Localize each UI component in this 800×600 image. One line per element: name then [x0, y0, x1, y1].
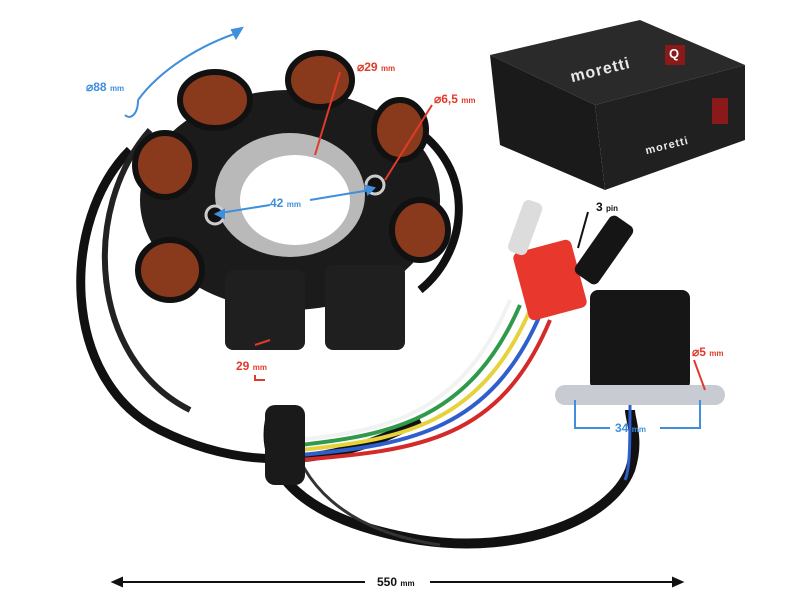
diameter-icon: ⌀ — [434, 92, 442, 106]
coil-height-label: 29 mm — [236, 359, 267, 373]
connector-pin-label: 3 pin — [596, 200, 619, 214]
cable-length-label: 550 mm — [377, 575, 415, 589]
diameter-icon: ⌀ — [357, 60, 365, 74]
outer-diameter-label: ⌀88 mm — [86, 80, 125, 94]
pickup-spacing-label: 34 mm — [615, 421, 646, 435]
mount-hole-label: ⌀6,5 mm — [434, 92, 476, 106]
diameter-icon: ⌀ — [692, 345, 700, 359]
hole-spacing-label: 42 mm — [270, 196, 301, 210]
diameter-icon: ⌀ — [86, 80, 94, 94]
quality-badge: Q — [669, 46, 680, 61]
pickup-hole-label: ⌀5 mm — [692, 345, 724, 359]
coil-width-label: ⌀29 mm — [357, 60, 396, 74]
